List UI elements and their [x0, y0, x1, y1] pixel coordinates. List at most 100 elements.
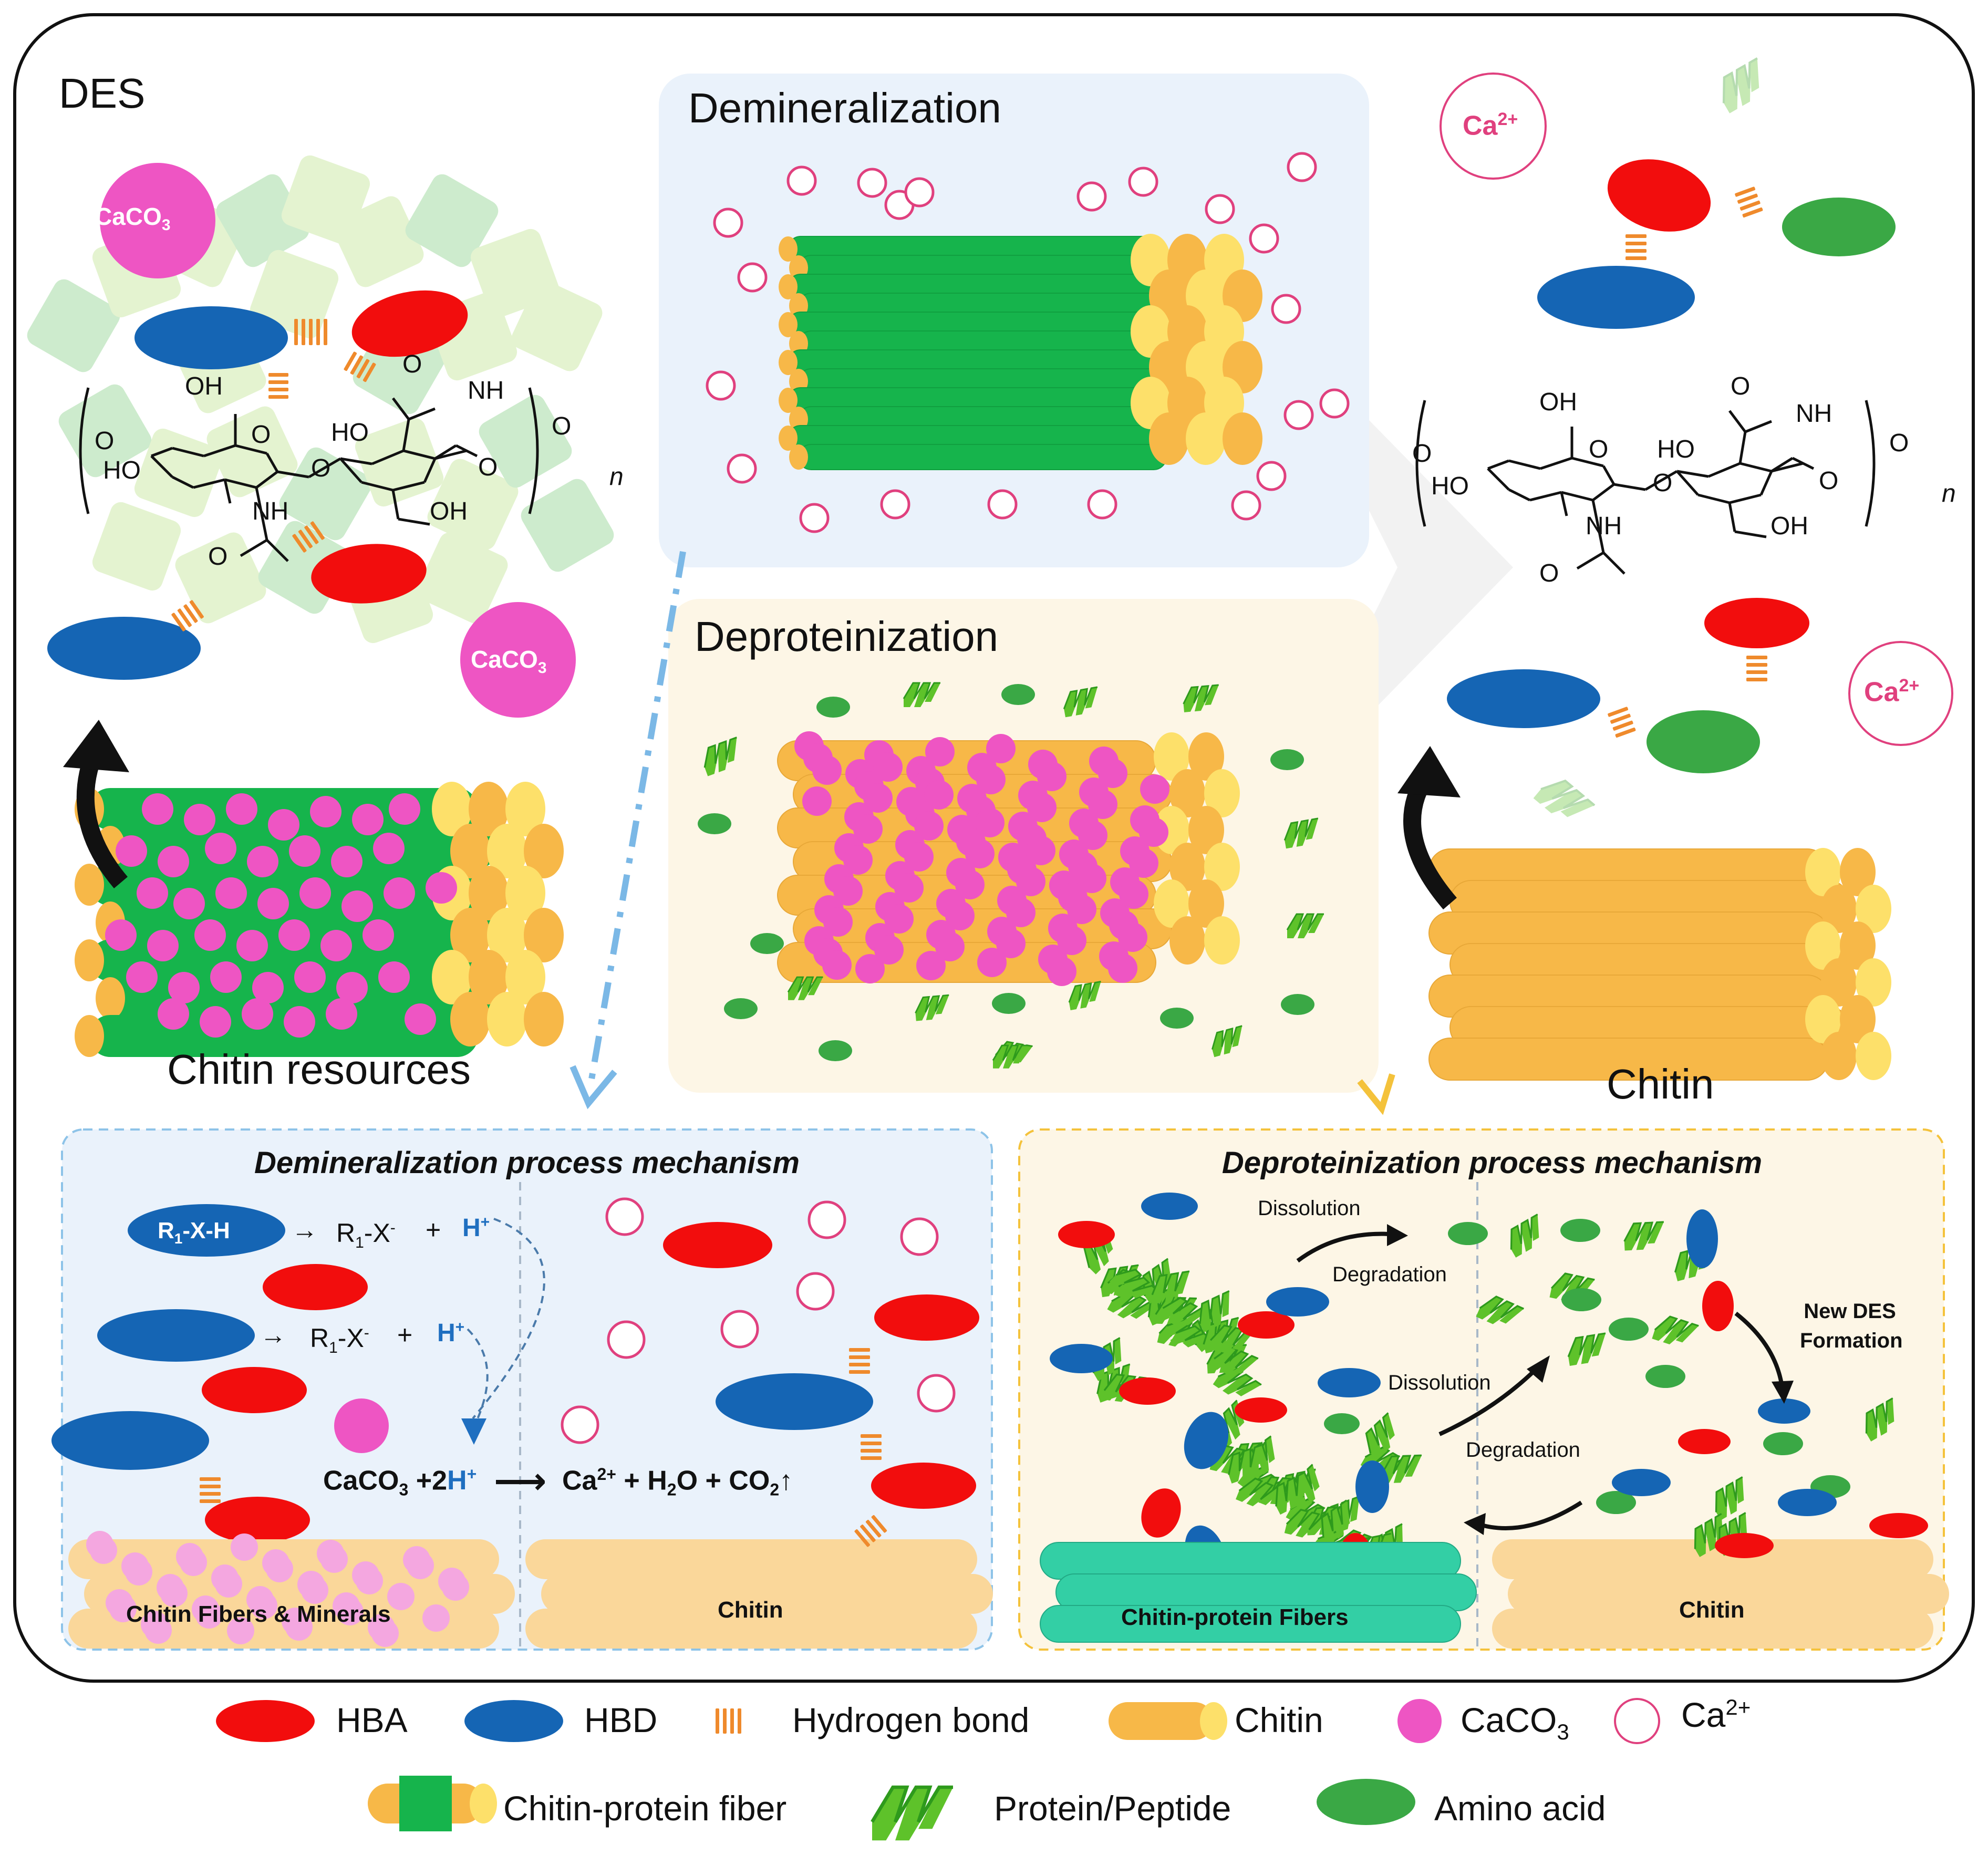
- outer-frame: [13, 13, 1975, 1683]
- structure-label-nh: NH: [252, 498, 289, 525]
- arrow-2: →: [260, 1320, 286, 1350]
- hba-molecule: [1678, 1429, 1731, 1454]
- caco3-particle: [284, 1006, 315, 1038]
- panel-mineral: [195, 1601, 223, 1629]
- protein-peptide: [1151, 1270, 1190, 1304]
- hydrogen-bond-dash: [350, 355, 364, 375]
- panel-mineral: [144, 1616, 172, 1644]
- ca-ion: [1249, 223, 1279, 254]
- panel-mineral: [285, 1613, 313, 1641]
- des-network-tile: [427, 459, 519, 550]
- peptide-edge: [703, 737, 737, 768]
- bond-line: [423, 458, 437, 483]
- caco3-particle: [975, 808, 1005, 837]
- caco3-particle: [874, 935, 904, 965]
- panel-mineral: [301, 1577, 328, 1604]
- curved-arrow-left-head: [63, 720, 129, 772]
- hbd-molecule: [464, 1700, 563, 1742]
- ca-ion: [720, 1310, 759, 1349]
- hydrogen-bond: [854, 1515, 887, 1547]
- caco3-particle: [965, 839, 995, 868]
- structure-label-ho: HO: [331, 419, 369, 447]
- hydrogen-bond: [268, 373, 288, 399]
- caco3-particle: [1088, 790, 1117, 819]
- hydrogen-bond-dash: [189, 600, 204, 619]
- ca-ion: [1287, 152, 1317, 182]
- caco3-particle: [194, 919, 226, 951]
- structure-label-o: O: [208, 543, 228, 571]
- peptide-edge: [1623, 1221, 1664, 1242]
- ca-ion: [605, 1197, 644, 1236]
- deproteinized-fiber-bundle: [777, 731, 1240, 986]
- panel-mineral: [422, 1604, 450, 1632]
- hydrogen-bond: [861, 1434, 882, 1460]
- hba-molecule: [216, 1700, 315, 1742]
- amino-acid: [1001, 684, 1035, 705]
- protein-peptide: [1210, 1345, 1259, 1375]
- amino-acid: [1782, 198, 1896, 256]
- caco3-particle: [158, 846, 189, 877]
- legend-fiber-end: [470, 1784, 497, 1823]
- caco3-particle: [378, 961, 410, 993]
- bracket-left: [79, 387, 90, 514]
- panel-mineral: [109, 1595, 137, 1622]
- hydrogen-bond-dash: [268, 380, 288, 384]
- bond-line: [1508, 459, 1541, 470]
- chitin-fibers-minerals-label: Chitin Fibers & Minerals: [126, 1601, 391, 1627]
- amino-acid: [1448, 1222, 1488, 1245]
- deprot-arrow-3-head: [1772, 1381, 1794, 1404]
- caco3-particle: [384, 877, 415, 909]
- chitin-end-cap: [1223, 412, 1262, 465]
- caco3-particle: [289, 835, 320, 867]
- legend-protein-peptide-label: Protein/Peptide: [994, 1789, 1231, 1828]
- deprot-arrow-4: [1475, 1500, 1583, 1530]
- chitin-end-cap: [1169, 843, 1205, 891]
- des-network-tile: [58, 384, 152, 478]
- peptide-edge: [1321, 1499, 1348, 1538]
- hydrogen-bond-dash: [1625, 249, 1647, 253]
- hydrogen-bond: [292, 521, 325, 553]
- panel-green-fiber: [1040, 1605, 1461, 1643]
- hbd-molecule: [97, 1309, 255, 1362]
- legend-hba-label: HBA: [336, 1701, 408, 1739]
- legend-chitin-protein-fiber: [368, 1776, 497, 1831]
- hydrogen-bond-dash: [871, 1515, 887, 1533]
- ca-ion: [1076, 181, 1107, 212]
- chitin-end-cap: [1840, 921, 1876, 970]
- ca-ion: [1271, 294, 1301, 324]
- peptide-shape: [1366, 1413, 1395, 1460]
- chitin-product-bundle: [1428, 848, 1891, 1081]
- chitin-end-cap: [1188, 806, 1224, 854]
- hba-molecule: [1058, 1221, 1115, 1248]
- amino-acid: [1596, 1491, 1636, 1514]
- peptide-shape: [1158, 1298, 1207, 1325]
- peptide-edge: [903, 682, 940, 699]
- hbd-molecule: [1141, 1193, 1198, 1220]
- hydrogen-bond-dash: [298, 530, 313, 548]
- chitin-end-cap: [505, 866, 545, 920]
- caco3-particle: [294, 961, 326, 993]
- protein-peptide: [1715, 1476, 1744, 1520]
- bond-line: [240, 538, 268, 557]
- panel-mineral: [250, 1592, 277, 1619]
- bond-line: [193, 478, 225, 489]
- hbd-molecule: [1050, 1344, 1113, 1373]
- right-structure: [1415, 400, 1876, 575]
- peptide-edge: [1063, 686, 1098, 710]
- hydrogen-bond-dash: [309, 319, 313, 345]
- r1x-label-2: R1-X-: [310, 1323, 369, 1356]
- caco3-particle: [843, 845, 873, 875]
- hbd-molecule: [1758, 1398, 1810, 1424]
- peptide-shape: [1109, 1269, 1157, 1299]
- peptide-edge: [1479, 1296, 1525, 1319]
- caco3-particle: [1129, 848, 1158, 878]
- peptide-edge: [1199, 1290, 1230, 1324]
- hbd-molecule: [1355, 1460, 1389, 1513]
- chitin-end-cap: [1188, 732, 1224, 781]
- degradation-label-1: Degradation: [1332, 1263, 1447, 1286]
- caco3-particle: [1077, 864, 1106, 893]
- protein-peptide: [1212, 1025, 1242, 1058]
- hba-molecule: [1715, 1533, 1774, 1558]
- ca-ion: [706, 370, 736, 401]
- fiber-left-end: [779, 312, 798, 337]
